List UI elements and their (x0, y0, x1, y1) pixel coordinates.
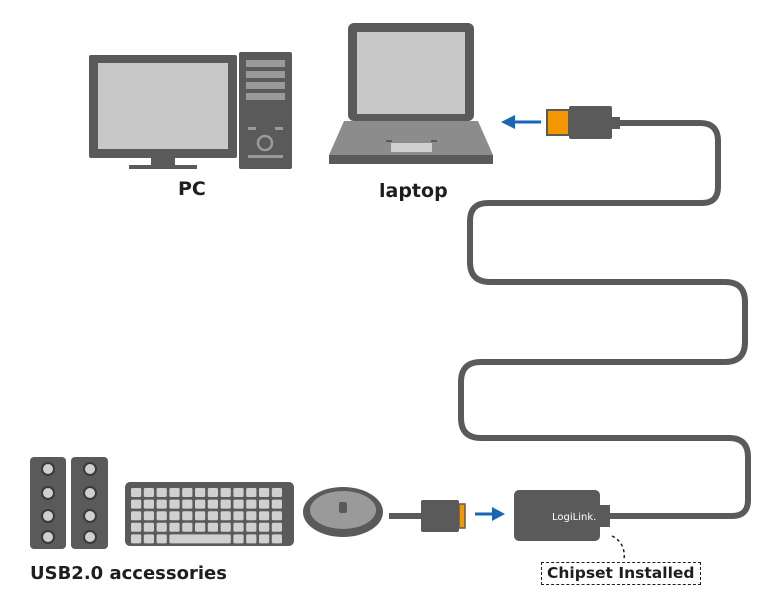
keyboard-key (143, 522, 154, 532)
keyboard-key (156, 534, 167, 544)
accessories-label: USB2.0 accessories (30, 563, 227, 584)
keyboard-key (143, 488, 154, 497)
keyboard-key (195, 511, 206, 521)
keyboard-key (131, 499, 142, 509)
keyboard-key (271, 522, 282, 532)
keyboard-key (246, 488, 257, 497)
laptop-icon (329, 23, 493, 164)
speaker-left (30, 457, 66, 549)
keyboard-key (131, 511, 142, 521)
speaker-right (71, 457, 108, 549)
keyboard-key (233, 522, 244, 532)
keyboard-key (169, 511, 180, 521)
keyboard-key (195, 522, 206, 532)
arrow-left-icon (501, 115, 541, 129)
keyboard-key (259, 534, 270, 544)
keyboard-key (271, 499, 282, 509)
keyboard-key (220, 522, 231, 532)
keyboard-key (259, 522, 270, 532)
pc-tower-icon (239, 52, 292, 169)
keyboard-icon (125, 482, 294, 546)
keyboard-key (131, 534, 142, 544)
keyboard-spacebar (169, 534, 231, 544)
keyboard-key (182, 522, 193, 532)
keyboard-key (271, 511, 282, 521)
keyboard-key (131, 488, 142, 497)
mouse-icon (303, 487, 383, 537)
keyboard-key (169, 499, 180, 509)
laptop-label: laptop (379, 180, 448, 202)
brand-logo: LogiLink. (552, 512, 596, 523)
keyboard-key (143, 534, 154, 544)
keyboard-key (220, 488, 231, 497)
keyboard-key (233, 499, 244, 509)
keyboard-key (220, 511, 231, 521)
keyboard-key (156, 488, 167, 497)
extender-box-icon: LogiLink. (514, 490, 610, 541)
speakers-icon (30, 457, 108, 549)
keyboard-key (156, 511, 167, 521)
extension-cable (458, 120, 751, 519)
pc-monitor-icon (89, 55, 237, 169)
keyboard-key (271, 534, 282, 544)
keyboard-key (246, 534, 257, 544)
keyboard-key (207, 499, 218, 509)
keyboard-key (233, 488, 244, 497)
keyboard-key (259, 511, 270, 521)
keyboard-key (195, 499, 206, 509)
keyboard-key (156, 499, 167, 509)
keyboard-key (207, 511, 218, 521)
keyboard-key (169, 522, 180, 532)
chipset-pointer (611, 535, 625, 561)
keyboard-key (246, 499, 257, 509)
keyboard-key (233, 511, 244, 521)
usb-plug-icon (546, 106, 620, 139)
keyboard-key (131, 522, 142, 532)
keyboard-key (182, 499, 193, 509)
keyboard-key (207, 488, 218, 497)
keyboard-key (259, 499, 270, 509)
keyboard-key (195, 488, 206, 497)
keyboard-key (207, 522, 218, 532)
keyboard-key (246, 522, 257, 532)
arrow-right-icon (475, 507, 505, 521)
keyboard-key (143, 499, 154, 509)
keyboard-key (233, 534, 244, 544)
keyboard-key (246, 511, 257, 521)
keyboard-key (182, 488, 193, 497)
keyboard-key (169, 488, 180, 497)
keyboard-key (220, 499, 231, 509)
mouse-usb-plug (389, 500, 466, 532)
pc-label: PC (178, 178, 206, 200)
keyboard-key (156, 522, 167, 532)
keyboard-key (271, 488, 282, 497)
keyboard-key (143, 511, 154, 521)
chipset-label: Chipset Installed (541, 562, 701, 585)
keyboard-key (259, 488, 270, 497)
keyboard-key (182, 511, 193, 521)
